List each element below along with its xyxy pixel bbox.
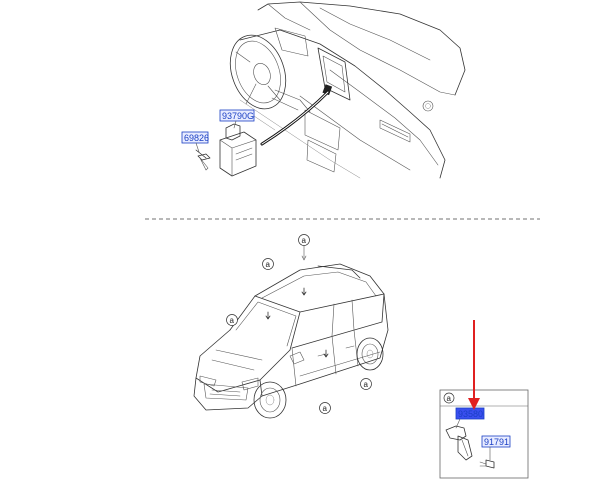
label-switch-assembly[interactable]: 93790G [219, 109, 255, 122]
label-screw-upper-text: 69826 [184, 133, 209, 143]
label-sensor-text: 93580 [458, 409, 483, 419]
dashboard-illustration [229, 1, 466, 179]
callout-a-right: a [360, 378, 372, 390]
label-sensor[interactable]: 93580 [455, 407, 485, 420]
callout-a-left-letter: a [266, 260, 271, 269]
detail-box: a [439, 389, 529, 479]
callout-a-top-letter: a [302, 236, 307, 245]
label-screw-lower-text: 91791 [484, 437, 509, 447]
label-screw-upper[interactable]: 69826 [181, 131, 209, 144]
label-switch-assembly-text: 93790G [222, 111, 254, 121]
car-illustration [193, 263, 389, 419]
callout-a-right-letter: a [364, 380, 369, 389]
sensor-part [445, 425, 473, 461]
callout-a-mid-letter: a [230, 316, 235, 325]
callout-a-left: a [262, 258, 274, 270]
switch-assembly-part [219, 123, 257, 177]
detail-box-callout-letter: a [447, 394, 452, 403]
screw-upper-part [195, 149, 211, 171]
callout-a-bottom: a [319, 402, 331, 414]
screw-lower-part [479, 459, 495, 469]
callout-a-mid: a [226, 314, 238, 326]
label-screw-lower[interactable]: 91791 [481, 435, 511, 448]
red-arrow-indicator [468, 320, 480, 410]
callout-a-top: a [298, 234, 310, 261]
callout-a-bottom-letter: a [323, 404, 328, 413]
